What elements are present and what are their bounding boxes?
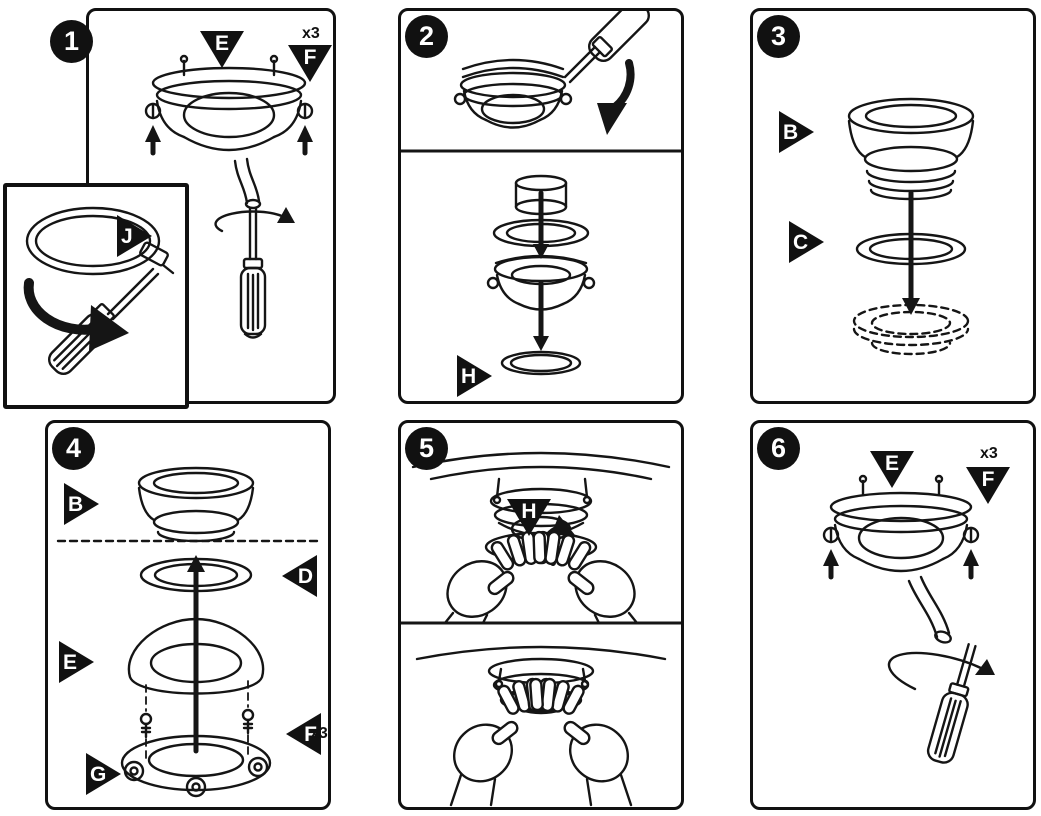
flange-drawing xyxy=(847,97,975,201)
screwdriver-drawing xyxy=(233,157,267,339)
step-4-panel: 4 xyxy=(45,420,331,810)
step-3-panel: 3 xyxy=(750,8,1036,404)
step-3-illustration xyxy=(847,97,975,356)
step-number: 5 xyxy=(418,433,435,463)
screws-drawing xyxy=(139,708,255,739)
turn-arrow-icon xyxy=(597,59,635,135)
mounting-plate-drawing xyxy=(120,734,272,798)
quantity-x3: x3 xyxy=(302,25,320,42)
step-number: 1 xyxy=(63,26,80,56)
insert-down-arrow-icon xyxy=(902,190,920,315)
clamp-assembly-drawing xyxy=(822,474,980,573)
step-5-panel: 5 xyxy=(398,420,684,810)
rotation-arrow-icon xyxy=(887,651,995,691)
rotation-arrow-icon xyxy=(214,207,295,233)
screwdriver-drawing xyxy=(907,575,977,764)
left-hand-drawing xyxy=(443,530,550,625)
step-number: 2 xyxy=(418,21,435,51)
step-6-number-badge: 6 xyxy=(757,427,800,470)
step-4-number-badge: 4 xyxy=(52,427,95,470)
step-2-number-badge: 2 xyxy=(405,15,448,58)
loosen-rotation-arrow-icon xyxy=(23,278,129,351)
tighten-up-arrows-icon xyxy=(823,549,979,580)
step-5-illustration xyxy=(401,451,681,807)
flange-drawing xyxy=(137,466,255,543)
step-number: 4 xyxy=(65,433,82,463)
step-6-illustration xyxy=(822,474,995,764)
clamp-assembly-drawing xyxy=(144,54,314,152)
clamp-with-screwdriver-drawing xyxy=(453,11,650,129)
step-3-number-badge: 3 xyxy=(757,15,800,58)
quantity-x3: x3 xyxy=(980,445,998,462)
step-2-panel: 2 xyxy=(398,8,684,404)
tighten-up-arrows-icon xyxy=(145,125,313,156)
right-hand-drawing-2 xyxy=(529,677,633,807)
step-4-illustration xyxy=(56,466,320,798)
step-1-inset-panel: J xyxy=(3,183,189,409)
quantity-x3: x3 xyxy=(310,725,328,742)
step-number: 3 xyxy=(770,21,787,51)
step-1-inset-illustration xyxy=(23,206,175,375)
step-2-illustration xyxy=(401,11,681,376)
hose-clamp-drawing xyxy=(25,206,175,276)
step-6-panel: 6 xyxy=(750,420,1036,810)
step-number: 6 xyxy=(770,433,787,463)
step-5-number-badge: 5 xyxy=(405,427,448,470)
remove-down-arrows-icon xyxy=(533,190,549,351)
step-1-number-badge: 1 xyxy=(50,20,93,63)
right-hand-drawing xyxy=(532,530,639,625)
assemble-up-arrow-icon xyxy=(187,555,205,754)
step-1-illustration xyxy=(144,54,314,339)
